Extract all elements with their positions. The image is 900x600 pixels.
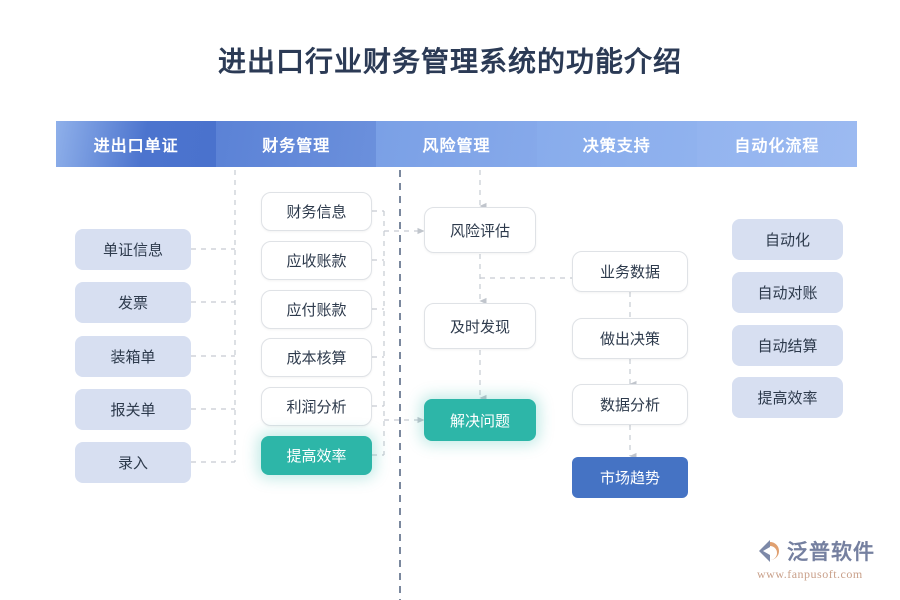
header-cell-documents[interactable]: 进出口单证	[56, 121, 217, 167]
node-documents-0[interactable]: 单证信息	[75, 229, 191, 270]
node-risk-1[interactable]: 及时发现	[424, 303, 536, 349]
node-finance-2[interactable]: 应付账款	[261, 290, 372, 329]
risk-flow-arrows	[479, 170, 572, 402]
documents-connectors	[191, 170, 236, 463]
brand-url: www.fanpusoft.com	[757, 567, 863, 581]
node-automation-3[interactable]: 提高效率	[732, 377, 843, 418]
node-decision-0[interactable]: 业务数据	[572, 251, 688, 292]
risk-entry-arrows	[384, 227, 425, 424]
fanpu-logo-icon	[759, 540, 779, 562]
header-label: 风险管理	[422, 138, 491, 155]
node-finance-5-highlight[interactable]: 提高效率	[261, 436, 372, 475]
header-cell-finance[interactable]: 财务管理	[216, 121, 377, 167]
header-cell-automation[interactable]: 自动化流程	[696, 121, 858, 167]
finance-connectors	[372, 210, 385, 456]
node-documents-2[interactable]: 装箱单	[75, 336, 191, 377]
page-title: 进出口行业财务管理系统的功能介绍	[217, 46, 682, 77]
node-decision-2[interactable]: 数据分析	[572, 384, 688, 425]
node-finance-3[interactable]: 成本核算	[261, 338, 372, 377]
header-cell-risk[interactable]: 风险管理	[376, 121, 537, 167]
node-decision-3-highlight[interactable]: 市场趋势	[572, 457, 688, 498]
brand-watermark: 泛普软件 www.fanpusoft.com	[757, 536, 897, 584]
header-label: 进出口单证	[93, 138, 179, 155]
node-automation-0[interactable]: 自动化	[732, 219, 843, 260]
header-cell-decision[interactable]: 决策支持	[536, 121, 697, 167]
node-finance-0[interactable]: 财务信息	[261, 192, 372, 231]
header-label: 决策支持	[582, 138, 651, 155]
node-finance-1[interactable]: 应收账款	[261, 241, 372, 280]
node-documents-3[interactable]: 报关单	[75, 389, 191, 430]
header-label: 财务管理	[262, 138, 331, 155]
brand-name: 泛普软件	[787, 541, 875, 564]
category-header-row: 进出口单证 财务管理 风险管理 决策支持 自动化流程	[56, 121, 858, 167]
node-risk-2-highlight[interactable]: 解决问题	[424, 399, 536, 441]
node-documents-4[interactable]: 录入	[75, 442, 191, 483]
node-automation-1[interactable]: 自动对账	[732, 272, 843, 313]
node-risk-0[interactable]: 风险评估	[424, 207, 536, 253]
node-finance-4[interactable]: 利润分析	[261, 387, 372, 426]
header-label: 自动化流程	[734, 138, 820, 155]
node-automation-2[interactable]: 自动结算	[732, 325, 843, 366]
node-documents-1[interactable]: 发票	[75, 282, 191, 323]
node-decision-1[interactable]: 做出决策	[572, 318, 688, 359]
